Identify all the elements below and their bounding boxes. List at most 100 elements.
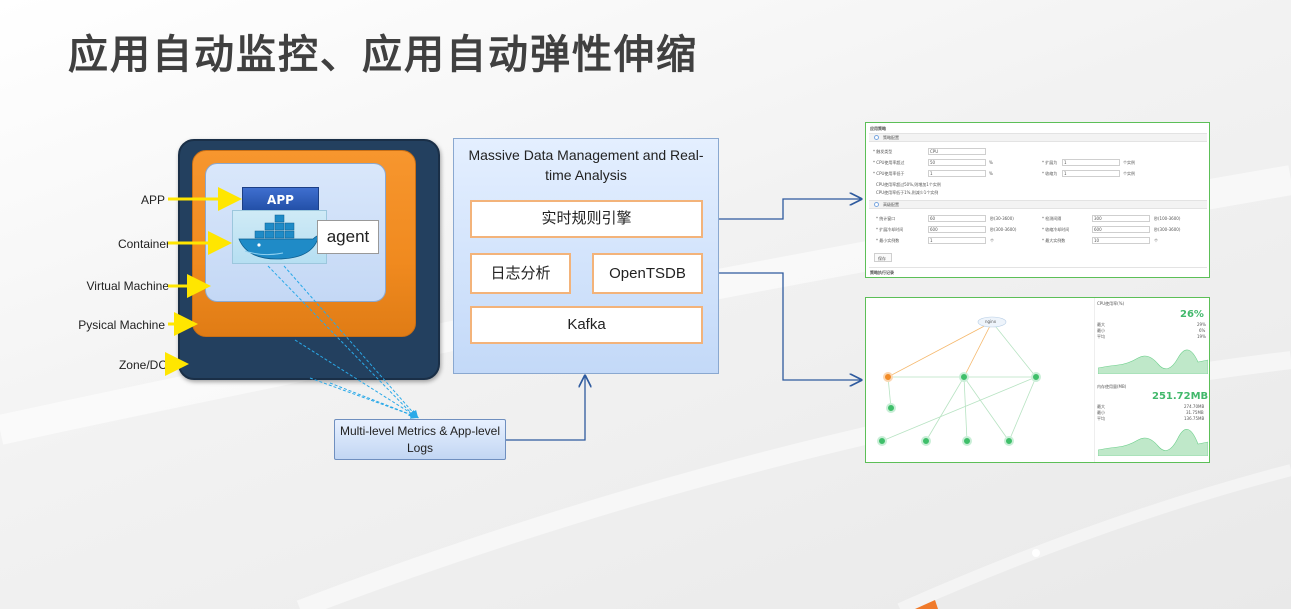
docker-whale-icon: [238, 214, 326, 260]
cpu-max: 29%: [1197, 322, 1206, 327]
policy-config-screenshot: 应用策略 策略配置 * 触发类型 CPU * CPU使用率超过 50 % * 扩…: [865, 122, 1210, 278]
metrics-logs-box: Multi-level Metrics & App-level Logs: [334, 419, 506, 460]
cpu-title: CPU使用率(%): [1097, 301, 1125, 306]
label-app: APP: [140, 193, 165, 207]
scale-out-input[interactable]: [1062, 159, 1120, 166]
scalein-cooldown-input[interactable]: [1092, 226, 1150, 233]
a1b-label: * 检测间隔: [1042, 216, 1062, 221]
a1b-value: 300: [1094, 216, 1102, 221]
monitoring-screenshot: nginx CPU使用率(%) 26% 最大 29% 最小 6% 平均 19% …: [865, 297, 1210, 463]
scaleout-cooldown-input[interactable]: [928, 226, 986, 233]
a2-unit: 秒(300-3600): [990, 227, 1017, 232]
opentsdb-box: OpenTSDB: [592, 253, 703, 294]
r3-unit: %: [989, 171, 993, 176]
section-icon: [874, 135, 879, 140]
log-analysis-box: 日志分析: [470, 253, 571, 294]
cpu-current-value: 26%: [1180, 309, 1204, 320]
cpu-avg: 19%: [1197, 334, 1206, 339]
cpu-upper-input[interactable]: [928, 159, 986, 166]
topology-node[interactable]: [883, 372, 893, 382]
a2-label: * 扩展冷却时间: [876, 227, 904, 232]
r3-label: * CPU使用率低于: [873, 171, 905, 176]
a3b-label: * 最大实例数: [1042, 238, 1066, 243]
log-analysis-label: 日志分析: [490, 265, 551, 282]
a2b-unit: 秒(300-3600): [1154, 227, 1181, 232]
topology-node[interactable]: [886, 403, 896, 413]
r2-value: 50: [930, 160, 936, 165]
trigger-type-select[interactable]: [928, 148, 986, 155]
app-badge: APP: [242, 187, 319, 211]
a3-unit: 个: [990, 238, 994, 243]
section-icon: [874, 202, 879, 207]
shot1-section2-label: 高级配置: [883, 202, 899, 207]
topology-node[interactable]: [877, 436, 887, 446]
cpu-sparkline: [1098, 349, 1208, 374]
a1-label: * 统计窗口: [876, 216, 896, 221]
r2b-label: * 扩展为: [1042, 160, 1058, 165]
mem-sparkline: [1098, 429, 1208, 456]
a3b-unit: 个: [1154, 238, 1158, 243]
page-title: 应用自动监控、应用自动弹性伸缩: [68, 32, 698, 78]
shot1-section1-label: 策略配置: [883, 135, 899, 140]
shot1-section2: [869, 200, 1207, 209]
r2-label: * CPU使用率超过: [873, 160, 905, 165]
label-physical-machine: Pysical Machine: [78, 318, 165, 332]
a2-value: 600: [930, 227, 938, 232]
mem-title: 内存使用量(MB): [1097, 384, 1127, 389]
a3-label: * 最小实例数: [876, 238, 900, 243]
topology-node[interactable]: [921, 436, 931, 446]
mem-current-value: 251.72MB: [1152, 391, 1209, 402]
a1b-unit: 秒(100-3600): [1154, 216, 1181, 221]
shot1-heading: 应用策略: [870, 126, 886, 131]
r3b-unit: 个实例: [1123, 171, 1135, 176]
a2b-value: 600: [1094, 227, 1102, 232]
max-instances-input[interactable]: [1092, 237, 1150, 244]
root-node: [977, 316, 1007, 328]
mem-min: 31.75MB: [1186, 410, 1204, 415]
label-virtual-machine: Virtual Machine: [86, 279, 170, 293]
a1-unit: 秒(30-3600): [990, 216, 1014, 221]
topology-node[interactable]: [1031, 372, 1041, 382]
a2b-label: * 收缩冷却时间: [1042, 227, 1070, 232]
r1-value: CPU: [930, 149, 939, 154]
shot1-section1: [869, 133, 1207, 142]
rule-engine-box: 实时规则引擎: [470, 200, 703, 238]
r2b-unit: 个实例: [1123, 160, 1135, 165]
scale-in-input[interactable]: [1062, 170, 1120, 177]
r1-label: * 触发类型: [873, 149, 893, 154]
min-instances-input[interactable]: [928, 237, 986, 244]
save-button[interactable]: 保存: [874, 253, 892, 262]
label-zone-dc: Zone/DC: [118, 358, 167, 372]
kafka-label: Kafka: [567, 316, 606, 333]
agent-label: agent: [317, 220, 379, 254]
topology-node[interactable]: [959, 372, 969, 382]
topology-node[interactable]: [1004, 436, 1014, 446]
r2b-value: 1: [1064, 160, 1067, 165]
divider: [869, 267, 1207, 268]
window-input[interactable]: [928, 215, 986, 222]
docker-container: [232, 210, 327, 264]
r3-value: 1: [930, 171, 933, 176]
r3b-value: 1: [1064, 171, 1067, 176]
kafka-box: Kafka: [470, 306, 703, 344]
mem-avg: 136.75MB: [1184, 416, 1205, 421]
cpu-avg-label: 平均: [1097, 334, 1105, 339]
cpu-lower-input[interactable]: [928, 170, 986, 177]
metrics-logs-label: Multi-level Metrics & App-level Logs: [339, 424, 501, 455]
mem-avg-label: 平均: [1097, 416, 1105, 421]
cpu-max-label: 最大: [1097, 322, 1105, 327]
r2-unit: %: [989, 160, 993, 165]
r3b-label: * 收缩为: [1042, 171, 1058, 176]
mem-max-label: 最大: [1097, 404, 1105, 409]
cpu-min-label: 最小: [1097, 328, 1105, 333]
note2: CPU使用率低于1%,则减少1个实例: [876, 190, 939, 195]
topology-node[interactable]: [962, 436, 972, 446]
rule-engine-label: 实时规则引擎: [541, 210, 632, 227]
topology-graph: [881, 316, 1037, 442]
shot1-footer: 策略执行记录: [870, 270, 894, 275]
note1: CPU使用率超过50%,则增加1个实例: [876, 182, 941, 187]
interval-input[interactable]: [1092, 215, 1150, 222]
root-node-label: nginx: [985, 319, 997, 324]
cpu-min: 6%: [1199, 328, 1206, 333]
mem-min-label: 最小: [1097, 410, 1105, 415]
